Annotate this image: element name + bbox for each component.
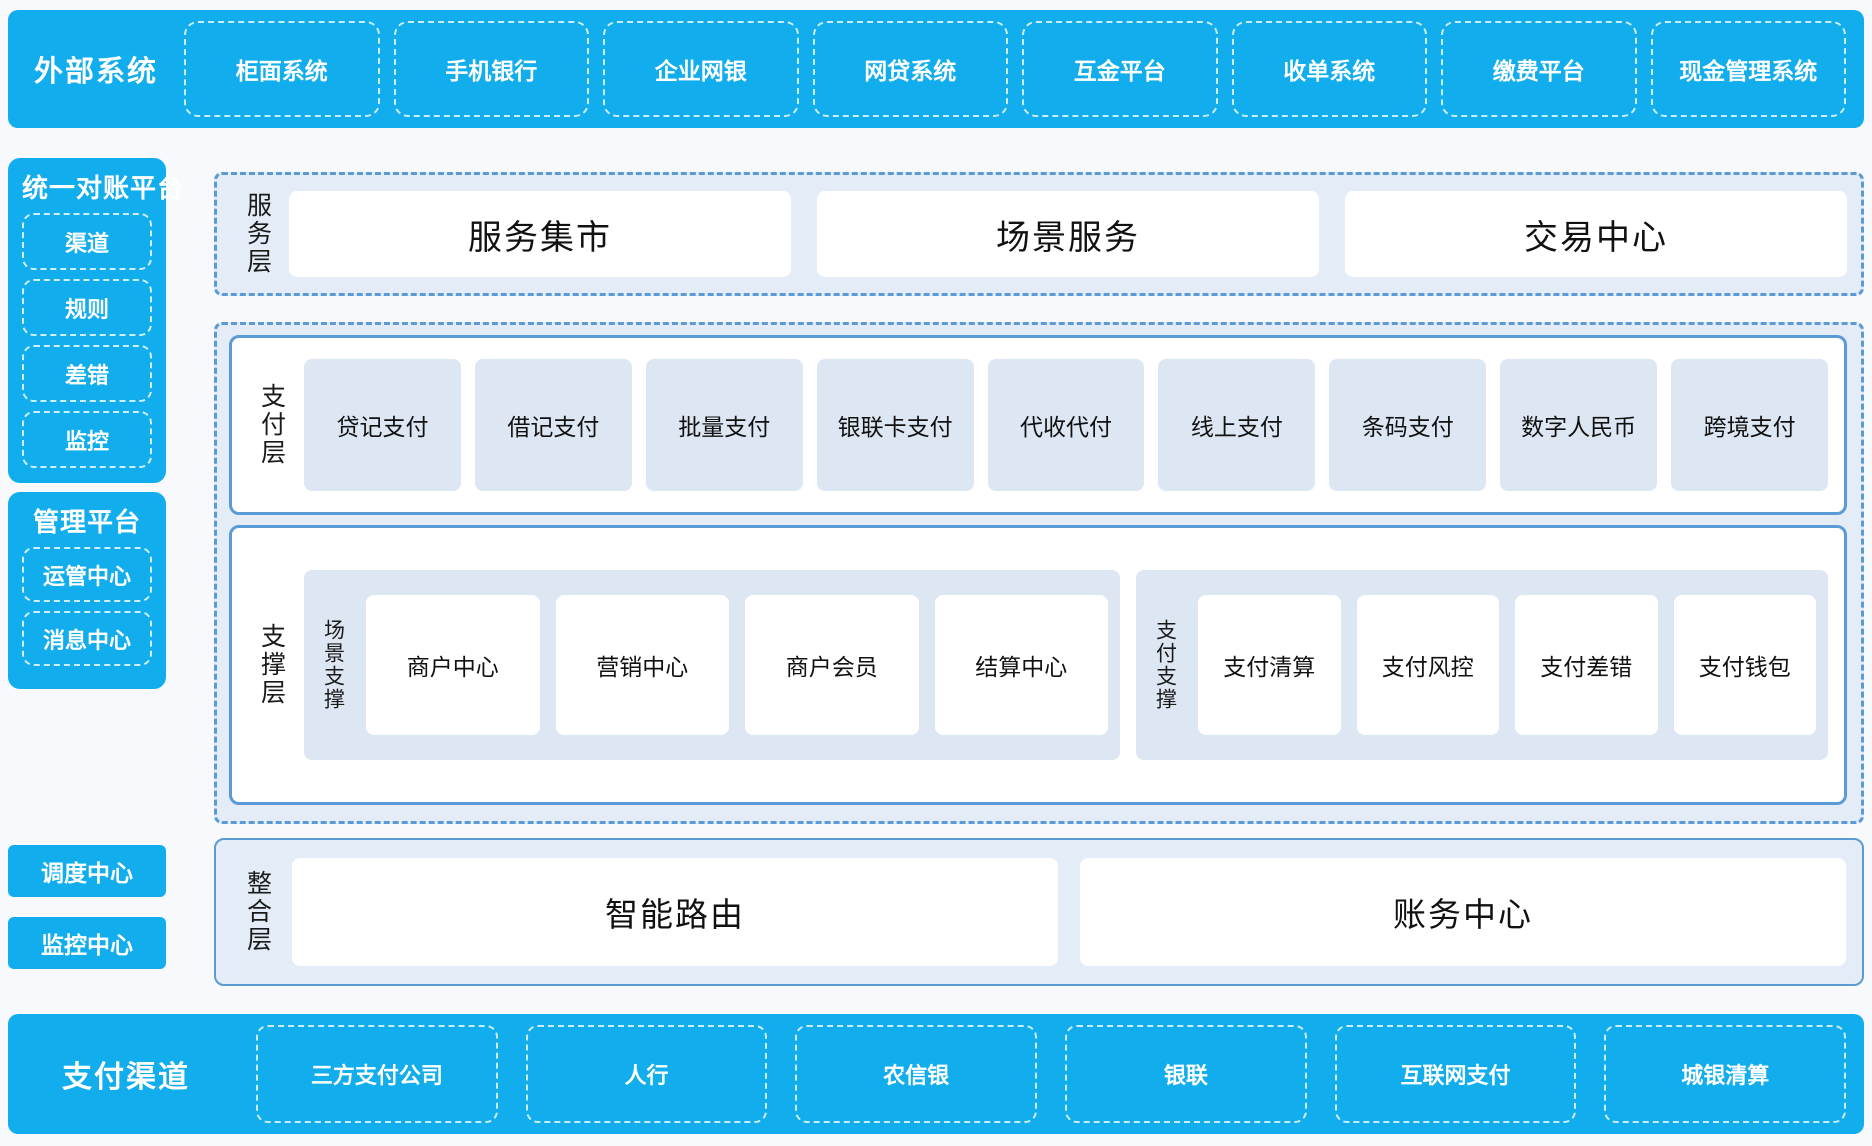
integration-layer-list: 智能路由 账务中心: [292, 858, 1846, 966]
integration-layer-container: 整合层 智能路由 账务中心: [214, 838, 1864, 986]
sidebar-item-monitor[interactable]: 监控: [22, 411, 152, 468]
integration-layer-item[interactable]: 账务中心: [1080, 858, 1846, 966]
payment-support-item[interactable]: 支付钱包: [1673, 595, 1816, 735]
external-system-item[interactable]: 企业网银: [603, 21, 799, 117]
payment-layer-item[interactable]: 借记支付: [474, 359, 632, 491]
payment-support-label: 支付支撑: [1153, 619, 1178, 711]
payment-channel-item[interactable]: 城银清算: [1604, 1025, 1847, 1123]
external-system-item[interactable]: 柜面系统: [184, 21, 380, 117]
external-systems-title: 外部系统: [33, 54, 158, 88]
payment-layer-item[interactable]: 贷记支付: [304, 359, 461, 491]
sidebar-item-rule[interactable]: 规则: [22, 279, 152, 336]
external-system-item[interactable]: 网贷系统: [812, 21, 1008, 117]
payment-channel-item[interactable]: 农信银: [795, 1025, 1038, 1123]
payment-support-item[interactable]: 支付差错: [1515, 595, 1658, 735]
scene-support-item[interactable]: 结算中心: [934, 595, 1108, 735]
payment-channel-bar: 支付渠道 三方支付公司 人行 农信银 银联 互联网支付 城银清算: [8, 1014, 1864, 1134]
service-layer-item[interactable]: 场景服务: [817, 191, 1319, 277]
payment-support-group: 支付支撑 支付清算 支付风控 支付差错 支付钱包: [1136, 570, 1828, 760]
payment-layer-list: 贷记支付 借记支付 批量支付 银联卡支付 代收代付 线上支付 条码支付 数字人民…: [304, 359, 1829, 491]
service-layer-container: 服务层 服务集市 场景服务 交易中心: [214, 172, 1864, 296]
payment-channel-item[interactable]: 三方支付公司: [256, 1025, 498, 1123]
payment-channel-title: 支付渠道: [62, 1060, 190, 1095]
external-system-item[interactable]: 缴费平台: [1441, 21, 1637, 117]
external-system-item[interactable]: 手机银行: [393, 21, 589, 117]
external-system-item[interactable]: 互金平台: [1022, 21, 1218, 117]
sidebar-item-error[interactable]: 差错: [22, 345, 152, 402]
external-system-item[interactable]: 收单系统: [1231, 21, 1427, 117]
sidebar-item-channel[interactable]: 渠道: [22, 213, 152, 270]
sidebar-item-operations-center[interactable]: 运管中心: [22, 547, 152, 602]
service-layer-list: 服务集市 场景服务 交易中心: [289, 191, 1847, 277]
payment-channel-item[interactable]: 人行: [525, 1025, 768, 1123]
reconciliation-platform-panel: 统一对账平台 渠道 规则 差错 监控: [8, 158, 185, 483]
payment-layer-label: 支付层: [257, 383, 287, 467]
integration-layer-item[interactable]: 智能路由: [292, 858, 1058, 966]
sidebar-item-message-center[interactable]: 消息中心: [22, 611, 152, 666]
monitor-center-button[interactable]: 监控中心: [8, 917, 166, 969]
management-platform-panel: 管理平台 运管中心 消息中心: [8, 492, 166, 689]
scene-support-item[interactable]: 商户中心: [366, 595, 540, 735]
support-layer-label: 支撑层: [257, 623, 287, 707]
integration-layer-label: 整合层: [243, 870, 273, 954]
external-systems-list: 柜面系统 手机银行 企业网银 网贷系统 互金平台 收单系统 缴费平台 现金管理系…: [184, 21, 1846, 117]
management-platform-title: 管理平台: [32, 508, 141, 538]
dispatch-center-button[interactable]: 调度中心: [8, 845, 166, 897]
payment-layer-item[interactable]: 银联卡支付: [816, 359, 974, 491]
support-layer-container: 支撑层 场景支撑 商户中心 营销中心 商户会员 结算中心 支付支撑 支付清算 支…: [229, 525, 1847, 805]
service-layer-item[interactable]: 交易中心: [1345, 191, 1847, 277]
payment-layer-item[interactable]: 数字人民币: [1500, 359, 1658, 491]
payment-support-item[interactable]: 支付风控: [1356, 595, 1499, 735]
core-layers-container: 支付层 贷记支付 借记支付 批量支付 银联卡支付 代收代付 线上支付 条码支付 …: [214, 322, 1864, 824]
payment-layer-container: 支付层 贷记支付 借记支付 批量支付 银联卡支付 代收代付 线上支付 条码支付 …: [229, 335, 1847, 515]
payment-layer-item[interactable]: 批量支付: [645, 359, 803, 491]
reconciliation-platform-title: 统一对账平台: [22, 174, 185, 204]
payment-layer-item[interactable]: 代收代付: [987, 359, 1145, 491]
payment-layer-item[interactable]: 条码支付: [1329, 359, 1487, 491]
external-system-item[interactable]: 现金管理系统: [1650, 21, 1846, 117]
scene-support-item[interactable]: 营销中心: [555, 595, 729, 735]
scene-support-group: 场景支撑 商户中心 营销中心 商户会员 结算中心: [304, 570, 1120, 760]
payment-layer-item[interactable]: 线上支付: [1158, 359, 1316, 491]
service-layer-label: 服务层: [243, 192, 273, 276]
scene-support-item[interactable]: 商户会员: [745, 595, 919, 735]
payment-channel-item[interactable]: 银联: [1065, 1025, 1307, 1123]
payment-channel-item[interactable]: 互联网支付: [1334, 1025, 1577, 1123]
payment-layer-item[interactable]: 跨境支付: [1671, 359, 1829, 491]
external-systems-bar: 外部系统 柜面系统 手机银行 企业网银 网贷系统 互金平台 收单系统 缴费平台 …: [8, 10, 1864, 128]
payment-support-item[interactable]: 支付清算: [1198, 595, 1341, 735]
payment-channel-list: 三方支付公司 人行 农信银 银联 互联网支付 城银清算: [256, 1025, 1847, 1123]
scene-support-label: 场景支撑: [321, 619, 346, 711]
service-layer-item[interactable]: 服务集市: [289, 191, 791, 277]
